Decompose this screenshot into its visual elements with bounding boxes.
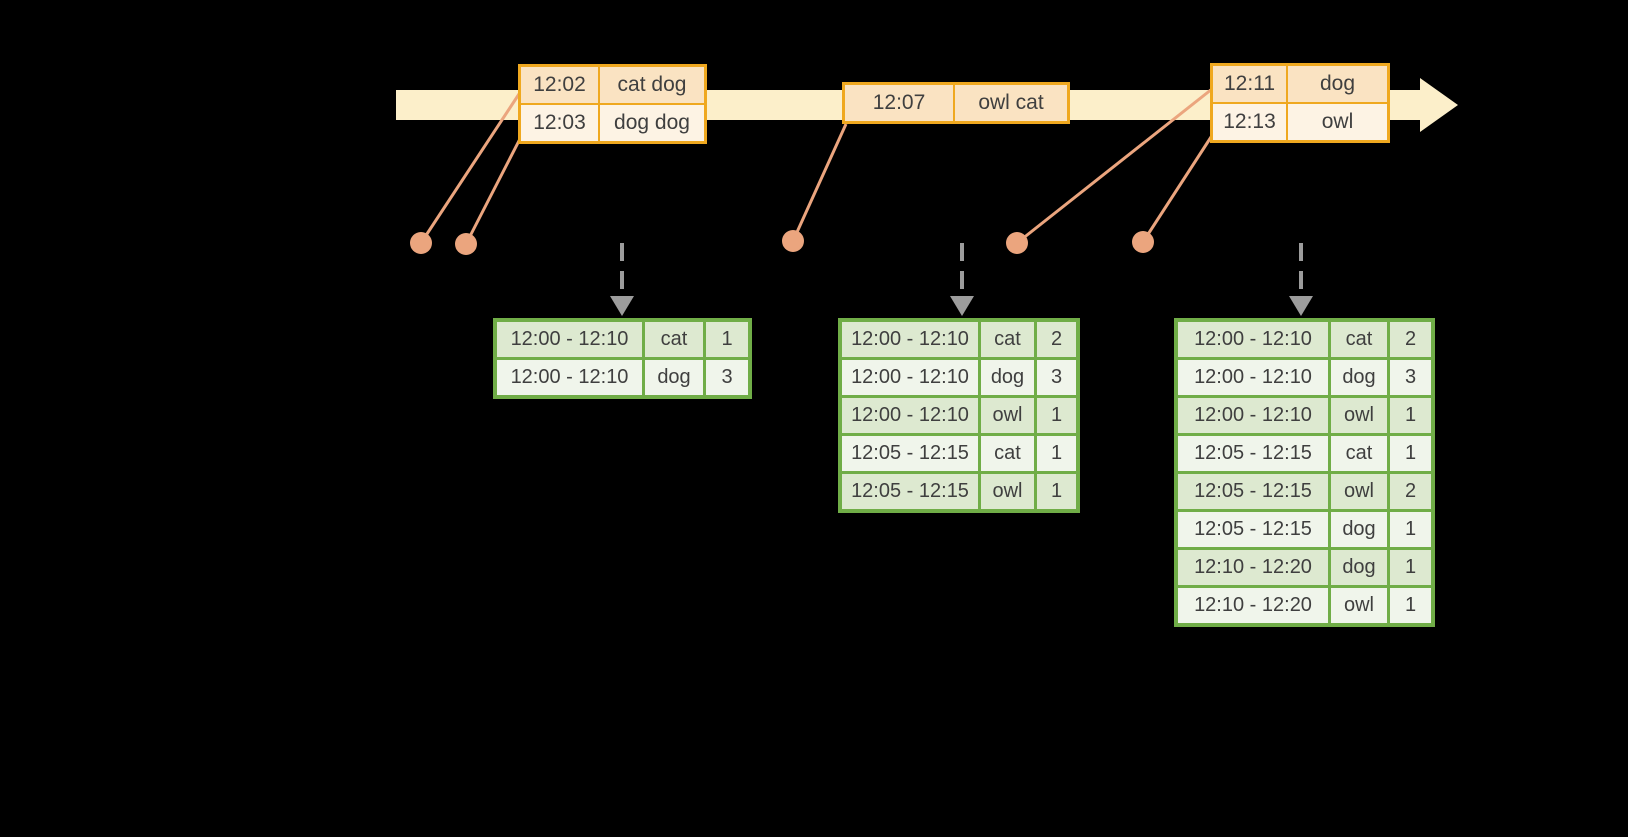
word-cell: cat	[981, 322, 1034, 357]
count-cell: 1	[1037, 398, 1076, 433]
result-table-2: 12:00 - 12:10 cat 2 12:00 - 12:10 dog 3 …	[838, 318, 1080, 513]
word-cell: dog	[1331, 360, 1387, 395]
arrival-dot-icon	[1006, 232, 1028, 254]
count-cell: 1	[1390, 512, 1431, 547]
window-cell: 12:00 - 12:10	[842, 322, 978, 357]
window-cell: 12:00 - 12:10	[1178, 360, 1328, 395]
timeline-arrowhead-icon	[1420, 78, 1458, 132]
arrival-dot-icon	[410, 232, 432, 254]
arrival-dot-icon	[782, 230, 804, 252]
count-cell: 3	[1390, 360, 1431, 395]
event-words-cell: dog	[1288, 66, 1387, 102]
result-table-3: 12:00 - 12:10 cat 2 12:00 - 12:10 dog 3 …	[1174, 318, 1435, 627]
arrival-line	[791, 123, 848, 242]
word-cell: cat	[645, 322, 703, 357]
event-table-1: 12:02 cat dog 12:03 dog dog	[518, 64, 707, 144]
word-cell: owl	[981, 474, 1034, 509]
window-cell: 12:05 - 12:15	[842, 474, 978, 509]
arrival-dot-icon	[1132, 231, 1154, 253]
arrival-line	[464, 132, 525, 245]
arrival-line	[419, 90, 523, 244]
count-cell: 2	[1390, 474, 1431, 509]
word-cell: dog	[1331, 512, 1387, 547]
event-time-cell: 12:11	[1213, 66, 1286, 102]
event-table-3: 12:11 dog 12:13 owl	[1210, 63, 1390, 143]
arrival-line	[1016, 87, 1213, 245]
count-cell: 1	[706, 322, 748, 357]
event-time-cell: 12:13	[1213, 104, 1286, 140]
word-cell: cat	[1331, 322, 1387, 357]
window-cell: 12:10 - 12:20	[1178, 588, 1328, 623]
window-cell: 12:05 - 12:15	[1178, 436, 1328, 471]
count-cell: 1	[1390, 550, 1431, 585]
word-cell: dog	[645, 360, 703, 395]
window-cell: 12:05 - 12:15	[1178, 474, 1328, 509]
count-cell: 1	[1390, 588, 1431, 623]
event-words-cell: owl	[1288, 104, 1387, 140]
window-cell: 12:05 - 12:15	[1178, 512, 1328, 547]
trigger-arrowhead-icon	[610, 296, 634, 316]
window-cell: 12:00 - 12:10	[842, 398, 978, 433]
event-time-cell: 12:02	[521, 67, 598, 103]
window-cell: 12:00 - 12:10	[497, 360, 642, 395]
count-cell: 3	[706, 360, 748, 395]
event-time-cell: 12:07	[845, 85, 953, 121]
event-words-cell: cat dog	[600, 67, 704, 103]
event-words-cell: owl cat	[955, 85, 1067, 121]
window-cell: 12:05 - 12:15	[842, 436, 978, 471]
word-cell: owl	[1331, 474, 1387, 509]
window-cell: 12:00 - 12:10	[1178, 398, 1328, 433]
word-cell: owl	[1331, 588, 1387, 623]
event-table-2: 12:07 owl cat	[842, 82, 1070, 124]
word-cell: cat	[981, 436, 1034, 471]
arrival-dot-icon	[455, 233, 477, 255]
word-cell: dog	[1331, 550, 1387, 585]
count-cell: 2	[1037, 322, 1076, 357]
event-words-cell: dog dog	[600, 105, 704, 141]
count-cell: 1	[1390, 398, 1431, 433]
arrival-line	[1141, 133, 1215, 243]
event-time-cell: 12:03	[521, 105, 598, 141]
word-cell: cat	[1331, 436, 1387, 471]
word-cell: dog	[981, 360, 1034, 395]
count-cell: 1	[1390, 436, 1431, 471]
count-cell: 3	[1037, 360, 1076, 395]
window-cell: 12:00 - 12:10	[497, 322, 642, 357]
result-table-1: 12:00 - 12:10 cat 1 12:00 - 12:10 dog 3	[493, 318, 752, 399]
count-cell: 1	[1037, 474, 1076, 509]
window-cell: 12:10 - 12:20	[1178, 550, 1328, 585]
count-cell: 1	[1037, 436, 1076, 471]
word-cell: owl	[1331, 398, 1387, 433]
window-cell: 12:00 - 12:10	[1178, 322, 1328, 357]
trigger-arrowhead-icon	[1289, 296, 1313, 316]
window-cell: 12:00 - 12:10	[842, 360, 978, 395]
count-cell: 2	[1390, 322, 1431, 357]
word-cell: owl	[981, 398, 1034, 433]
trigger-arrowhead-icon	[950, 296, 974, 316]
